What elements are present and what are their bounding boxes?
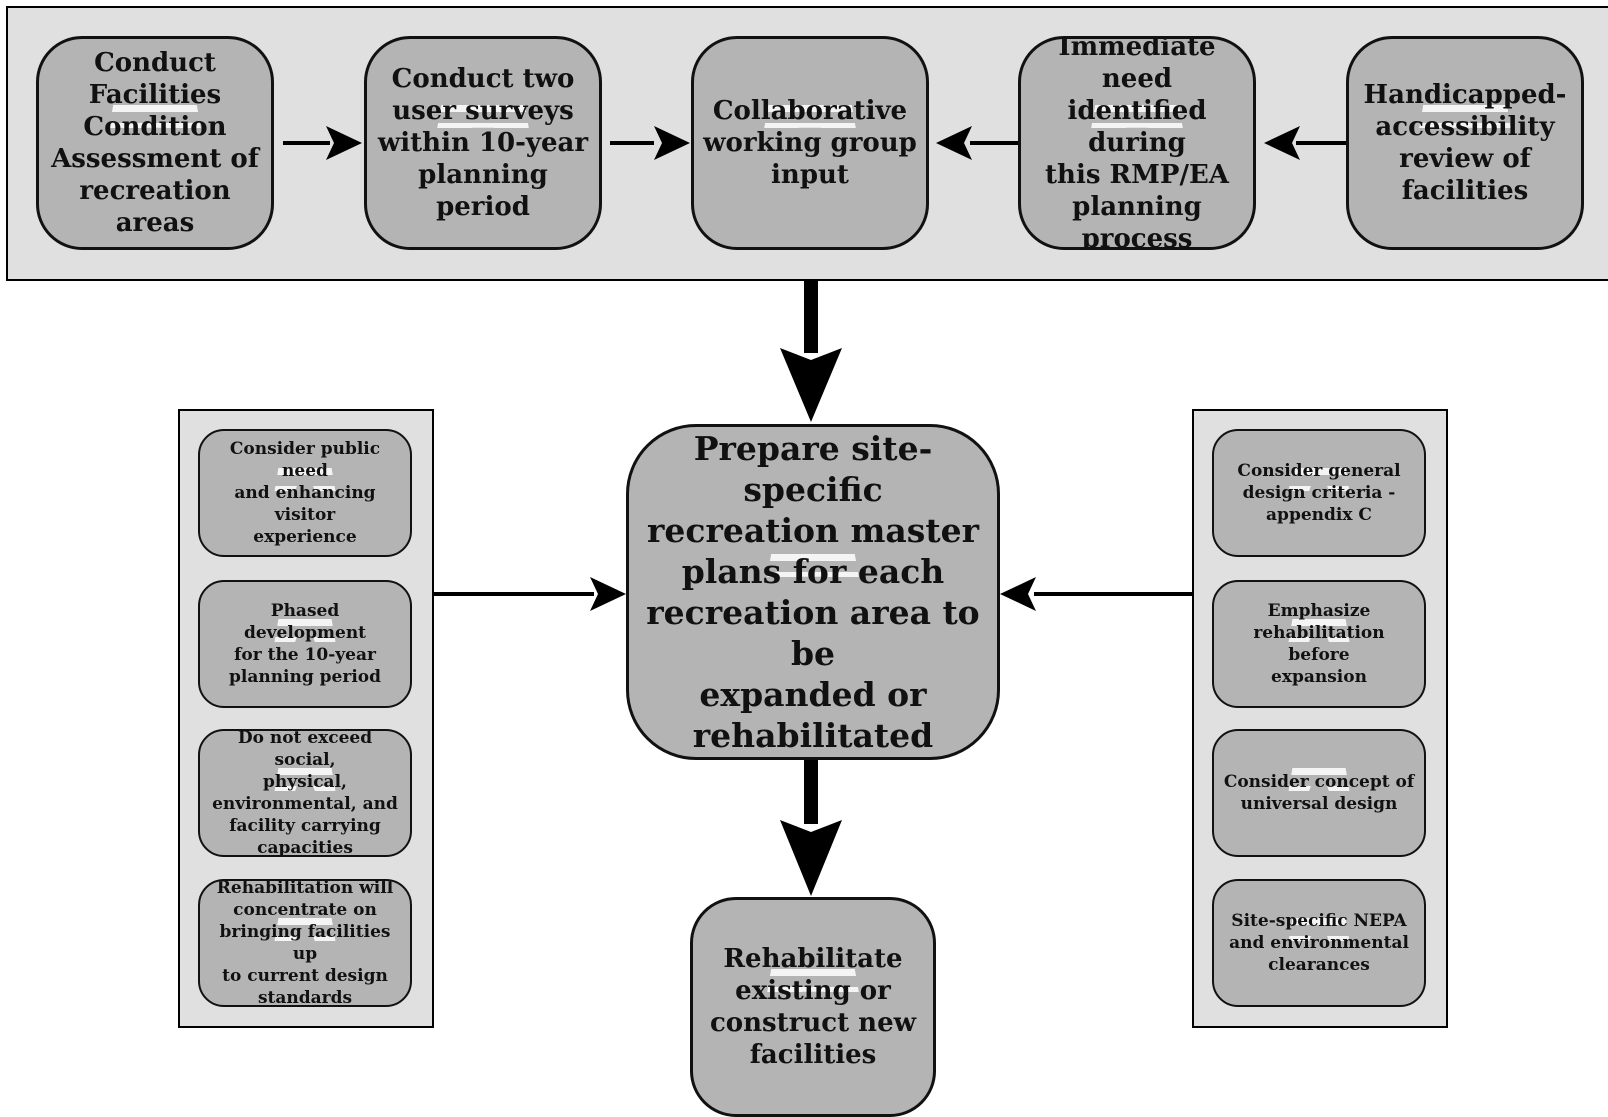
right-item-nepa-clearances: Site-specific NEPA and environmental cle… [1212,879,1426,1007]
arrow-2-to-3 [610,126,690,160]
master-plan-box: Prepare site-specific recreation master … [626,424,1000,760]
right-item-rehab-before-expansion: Emphasize rehabilitation before expansio… [1212,580,1426,708]
step-immediate-need: Immediate need identified during this RM… [1018,36,1256,250]
right-item-label: Site-specific NEPA and environmental cle… [1229,911,1409,975]
left-item-public-need: Consider public need and enhancing visit… [198,429,412,557]
left-item-label: Do not exceed social, physical, environm… [212,729,398,857]
right-item-label: Consider concept of universal design [1223,772,1415,814]
arrow-4-to-3 [936,126,1018,160]
step-facilities-condition-assessment: Conduct Facilities Condition Assessment … [36,36,274,250]
step-label: Conduct Facilities Condition Assessment … [51,48,259,238]
arrow-top-to-center [780,281,842,422]
step-label: Handicapped- accessibility review of fac… [1363,80,1567,206]
step-accessibility-review: Handicapped- accessibility review of fac… [1346,36,1584,250]
arrow-5-to-4 [1264,126,1346,160]
arrow-center-to-bottom [780,760,842,896]
left-item-carrying-capacities: Do not exceed social, physical, environm… [198,729,412,857]
right-item-design-criteria: Consider general design criteria - appen… [1212,429,1426,557]
left-item-label: Consider public need and enhancing visit… [229,439,381,547]
left-item-phased-development: Phased development for the 10-year plann… [198,580,412,708]
rehabilitate-box: Rehabilitate existing or construct new f… [690,897,936,1117]
arrow-left-to-center [434,577,626,611]
master-plan-label: Prepare site-specific recreation master … [646,429,980,755]
right-item-universal-design: Consider concept of universal design [1212,729,1426,857]
left-item-label: Phased development for the 10-year plann… [228,601,382,687]
step-label: Collaborative working group input [703,96,917,190]
right-item-label: Consider general design criteria - appen… [1237,461,1401,525]
step-label: Conduct two user surveys within 10-year … [377,64,589,222]
arrow-right-to-center [1000,577,1192,611]
step-user-surveys: Conduct two user surveys within 10-year … [364,36,602,250]
rehabilitate-label: Rehabilitate existing or construct new f… [709,944,917,1070]
step-collaborative-working-group: Collaborative working group input [691,36,929,250]
arrow-1-to-2 [283,126,362,160]
left-item-label: Rehabilitation will concentrate on bring… [216,879,394,1007]
left-item-rehabilitation-standards: Rehabilitation will concentrate on bring… [198,879,412,1007]
right-item-label: Emphasize rehabilitation before expansio… [1253,601,1385,687]
step-label: Immediate need identified during this RM… [1045,36,1229,250]
